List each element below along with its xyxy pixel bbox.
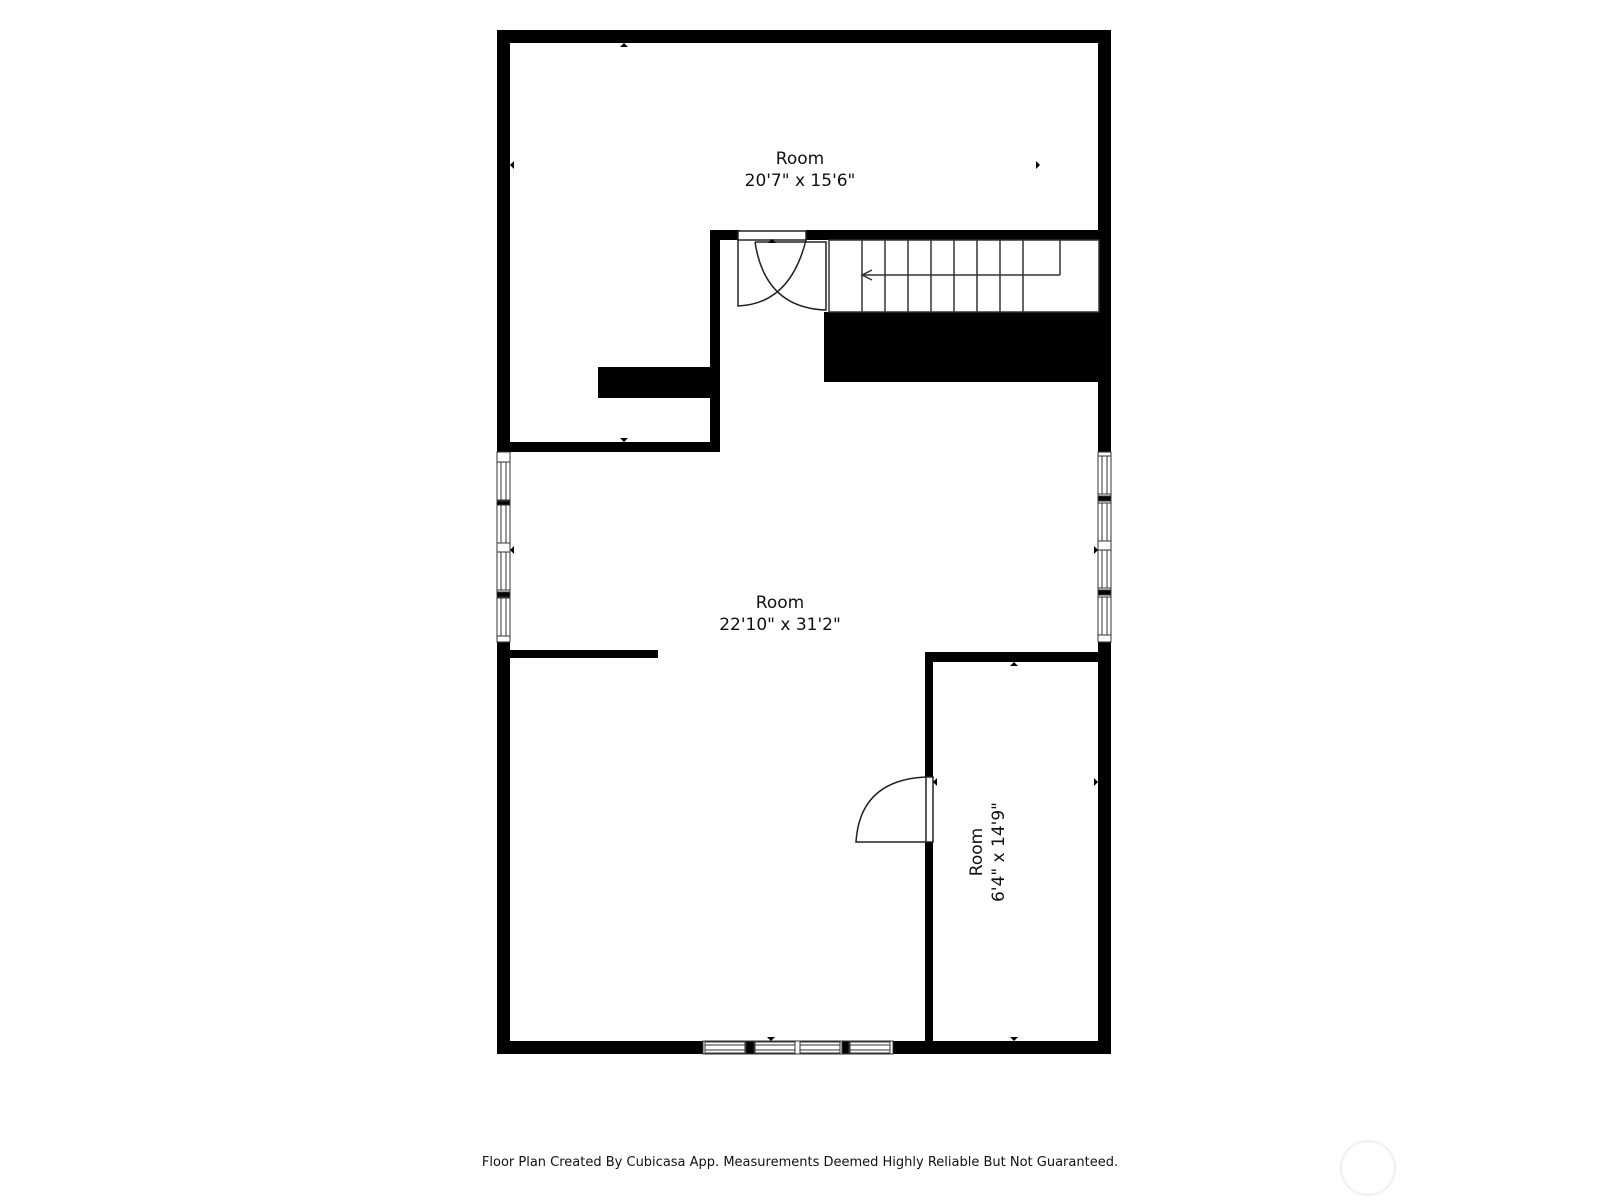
windows-bottom: [702, 1040, 894, 1055]
windows-left: [496, 451, 511, 643]
room-name: Room: [755, 593, 805, 613]
room-dimensions: 6'4" x 14'9": [989, 802, 1009, 902]
interior-walls: [510, 230, 1109, 1042]
room-label-side: Room 6'4" x 14'9": [966, 752, 1010, 952]
room-dimensions: 22'10" x 31'2": [719, 615, 841, 635]
double-door: [737, 230, 827, 311]
windows-right: [1097, 451, 1112, 643]
single-door: [855, 776, 934, 843]
room-name: Room: [775, 149, 825, 169]
room-name: Room: [967, 827, 987, 877]
room-label-top: Room 20'7" x 15'6": [700, 148, 900, 192]
stairs: [828, 239, 1100, 313]
room-dimensions: 20'7" x 15'6": [744, 171, 856, 191]
disclaimer-text: Floor Plan Created By Cubicasa App. Meas…: [481, 1155, 1119, 1170]
watermark-logo: [1340, 1140, 1396, 1196]
dimension-markers: [510, 43, 1098, 1041]
room-label-main: Room 22'10" x 31'2": [680, 592, 880, 636]
